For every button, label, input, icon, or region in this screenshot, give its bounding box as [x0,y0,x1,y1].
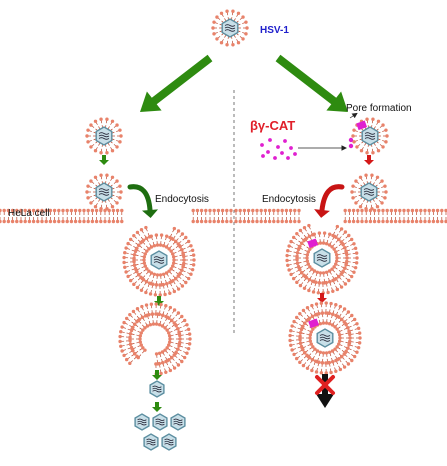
replicated-capsid-1-icon [134,413,150,431]
virus-label: HSV-1 [260,25,289,36]
endosome-toxin-1 [307,238,319,249]
left-down-arrow-3 [152,370,162,380]
right-plasma-membrane [234,208,447,224]
capsid-icon [360,182,378,202]
left-capsid-in-endosome [150,250,168,270]
pore-formation-label: Pore formation [346,103,412,114]
left-down-arrow-4 [152,402,162,412]
block-cross-icon [315,375,335,395]
endosome-toxin-2 [308,318,320,329]
replicated-capsid-4-icon [143,433,159,451]
replicated-capsid-3-icon [170,413,186,431]
toxin-label: βγ-CAT [250,118,296,133]
pore-toxin-3 [348,143,354,149]
left-plasma-membrane [0,208,233,224]
pore-pointer-arrow [349,112,358,119]
capsid-icon [221,18,239,38]
right-endocytosis-arrow [314,184,345,218]
pore-toxin-1 [356,120,368,131]
released-capsid-icon [149,380,165,398]
endocytosis-right-label: Endocytosis [262,194,316,205]
left-down-arrow-2 [154,296,164,306]
left-endosome-inner [132,233,186,287]
capsid-icon [95,126,113,146]
replicated-capsid-2-icon [152,413,168,431]
left-endosome-large [122,225,196,297]
capsid-icon [361,126,379,146]
hela-cell-label: HeLa cell [8,208,50,219]
left-down-arrow-1 [99,155,109,165]
left-green-arrow [140,54,213,112]
toxin-dots-icon [260,138,297,160]
replicated-capsid-5-icon [161,433,177,451]
endocytosis-left-label: Endocytosis [155,194,209,205]
right-green-arrow [275,54,348,112]
right-down-arrow-2 [317,293,327,303]
left-endocytosis-arrow [127,184,158,218]
trapped-capsid-icon [316,328,334,348]
right-capsid-in-endosome [313,248,331,268]
pore-toxin-2 [348,137,354,143]
right-endosome-inner [295,231,349,285]
left-endosome-opening-inner [128,312,182,366]
right-down-arrow-1 [364,155,374,165]
capsid-icon [95,182,113,202]
